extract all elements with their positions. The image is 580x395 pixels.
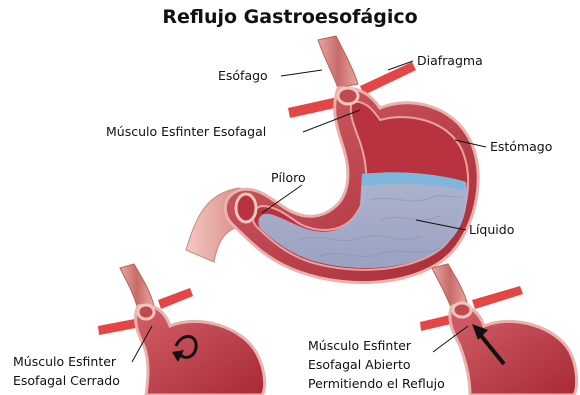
label-esfinter-cerrado: Músculo Esfinter Esofagal Cerrado [13,352,153,390]
label-abierto-line2: Esofagal Abierto [308,355,468,374]
closed-esophagus [120,264,154,310]
label-diafragma: Diafragma [417,51,483,70]
label-abierto-line1: Músculo Esfinter [308,336,468,355]
label-esfinter-abierto: Músculo Esfinter Esofagal Abierto Permit… [308,336,468,393]
diaphragm-right [360,62,416,95]
closed-stomach-body [136,305,265,395]
label-esofago: Esófago [218,66,268,85]
label-abierto-line3: Permitiendo el Reflujo [308,374,468,393]
label-musculo-esfinter: Músculo Esfinter Esofagal [106,122,266,141]
label-cerrado-line1: Músculo Esfinter [13,352,153,371]
esophagus-tube [318,36,358,88]
open-stomach-body [450,305,577,395]
label-cerrado-line2: Esofagal Cerrado [13,371,153,390]
label-estomago: Estómago [490,137,552,156]
closed-diaphragm-right [158,288,193,309]
closed-sphincter-ring [138,305,154,319]
sphincter-ring [338,88,358,104]
pylorus-ring [236,194,256,222]
label-liquido: Líquido [469,220,514,239]
open-sphincter-ring [453,303,471,317]
label-piloro: Píloro [271,168,306,187]
open-diaphragm-right [472,286,523,309]
leader-esofago [281,70,322,76]
